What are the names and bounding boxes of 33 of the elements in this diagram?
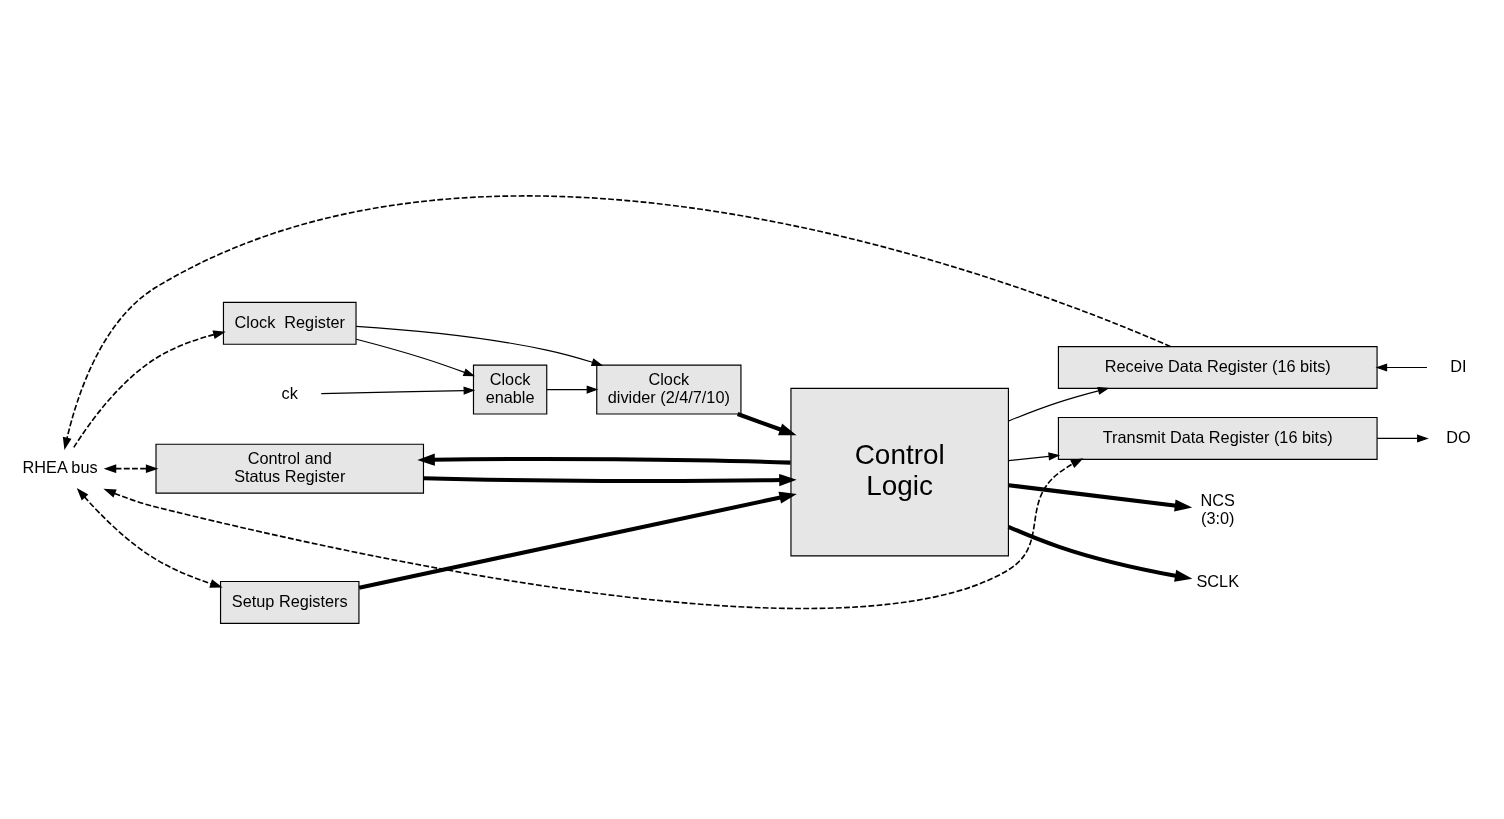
arrow bbox=[358, 491, 797, 590]
arrow bbox=[62, 195, 1172, 450]
arrow bbox=[1376, 434, 1429, 443]
node-text: NCS (3:0) bbox=[1200, 491, 1235, 527]
node-box: Control Logic bbox=[790, 387, 1009, 557]
arrow bbox=[320, 386, 476, 395]
arrow bbox=[417, 453, 791, 466]
arrow bbox=[73, 330, 226, 449]
arrow bbox=[1008, 483, 1193, 512]
node-text: RHEA bus bbox=[22, 457, 98, 476]
arrow bbox=[355, 338, 476, 377]
node-text: SCLK bbox=[1196, 571, 1239, 590]
node-box: Clock Register bbox=[222, 301, 357, 345]
arrow bbox=[1008, 452, 1061, 462]
arrow bbox=[355, 325, 604, 367]
arrow bbox=[1375, 363, 1428, 372]
arrow bbox=[1007, 524, 1193, 582]
arrow bbox=[103, 464, 159, 474]
arrow bbox=[76, 488, 223, 588]
arrow bbox=[736, 412, 797, 436]
arrow bbox=[1008, 386, 1110, 422]
node-box: Setup Registers bbox=[219, 580, 360, 624]
arrow bbox=[423, 473, 797, 487]
node-box: Clock enable bbox=[472, 364, 548, 415]
node-box: Receive Data Register (16 bits) bbox=[1057, 346, 1378, 389]
arrow bbox=[546, 385, 599, 394]
node-text: DI bbox=[1450, 356, 1467, 375]
node-box: Transmit Data Register (16 bits) bbox=[1057, 416, 1378, 460]
arrow bbox=[103, 458, 1084, 609]
node-text: ck bbox=[281, 383, 298, 402]
node-box: Control and Status Register bbox=[155, 443, 425, 494]
node-text: DO bbox=[1446, 427, 1471, 446]
node-box: Clock divider (2/4/7/10) bbox=[596, 364, 742, 415]
